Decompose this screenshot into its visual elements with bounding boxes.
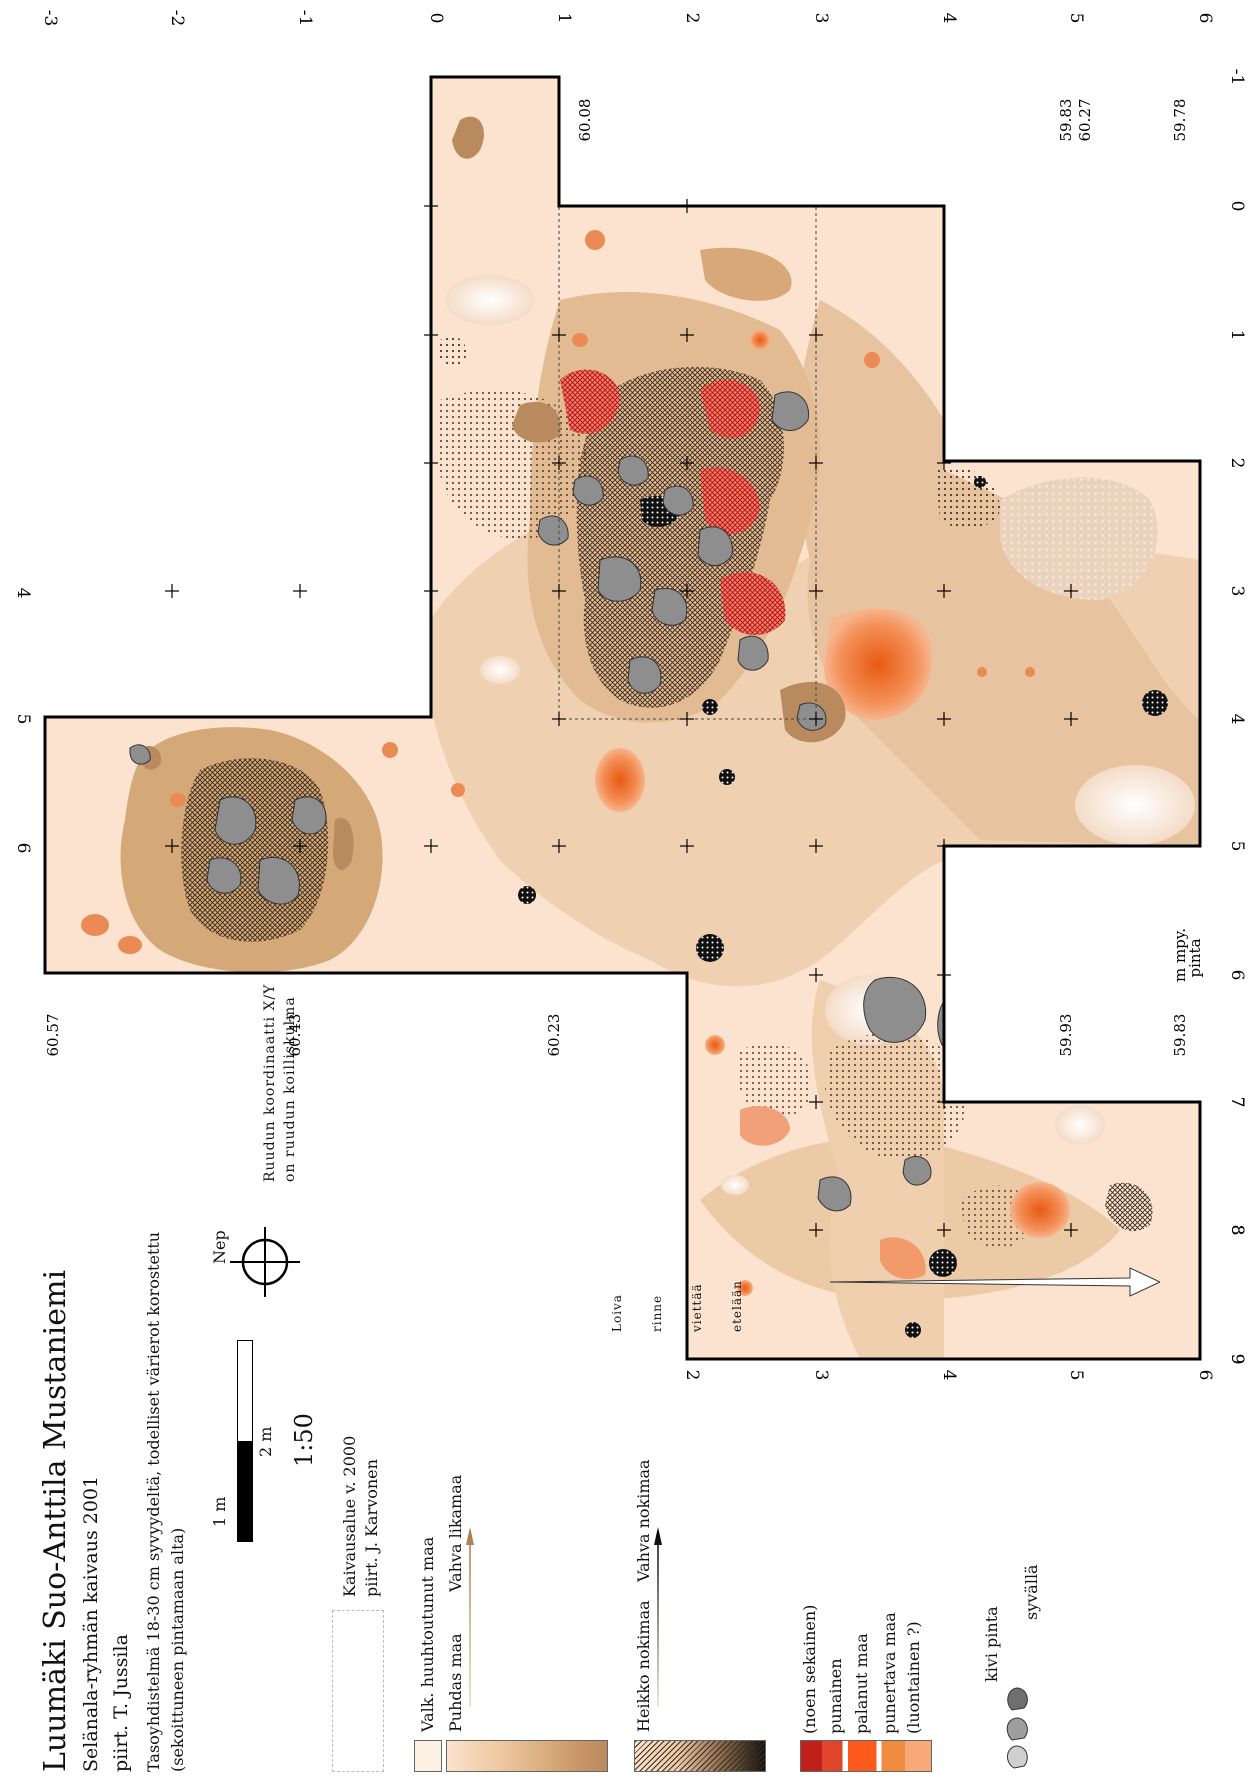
burnt-soil-area <box>824 608 932 720</box>
legend-red: punainen <box>826 1658 845 1734</box>
axis-label-top: 0 <box>426 13 446 24</box>
north-arrow-icon <box>230 1227 300 1297</box>
axis-label-bottom: 3 <box>811 1370 831 1381</box>
elevation-label: 59.93 <box>1057 1014 1075 1057</box>
axis-label-right: 1 <box>1227 330 1247 341</box>
axis-label-right: 8 <box>1227 1225 1247 1236</box>
grid-note-2: on ruudun koilliskulma <box>282 996 298 1182</box>
axis-label-inner: 9 <box>1227 1354 1247 1365</box>
scale-ratio: 1:50 <box>290 1413 318 1467</box>
map-subtitle: Selänala-ryhmän kaivaus 2001 <box>80 1475 102 1772</box>
axis-label-right: 0 <box>1227 201 1247 212</box>
axis-label-bottom: 2 <box>682 1370 702 1381</box>
grid-crosses <box>165 199 1078 1237</box>
axis-label-top: 4 <box>939 13 959 24</box>
axis-label-right: 6 <box>1227 970 1247 981</box>
scale-1m: 1 m <box>210 1496 229 1527</box>
axis-label-top: 6 <box>1195 13 1215 24</box>
axis-label-right: -1 <box>1227 69 1247 86</box>
axis-label-top: 3 <box>811 13 831 24</box>
red-swatch <box>800 1740 932 1772</box>
axis-label-right: 2 <box>1227 458 1247 469</box>
axis-label-left: 5 <box>13 714 33 725</box>
excavation-outline <box>43 75 1202 1361</box>
grid-note: Ruudun koordinaatti X/Y <box>262 983 278 1182</box>
slope-word-3: viettää <box>690 1283 704 1332</box>
elevation-label: 60.27 <box>1076 99 1094 142</box>
axis-label-top: 2 <box>682 13 702 24</box>
map-author: piirt. T. Jussila <box>110 1634 132 1772</box>
map-description: Tasoyhdistelmä 18-30 cm syvyydeltä, tode… <box>144 1231 163 1772</box>
legend-stone-surface: kivi pinta <box>982 1606 1001 1682</box>
axis-label-top: -3 <box>40 10 60 27</box>
slope-word-4: etelään <box>730 1280 744 1332</box>
axis-label-inner: 7 <box>1227 1097 1247 1108</box>
legend-clean: Puhdas maa <box>446 1633 465 1732</box>
elevation-unit: m mpy. <box>1171 928 1189 982</box>
legend-reddish: punertava maa <box>880 1612 899 1734</box>
legend-strong-soot: Vahva nokimaa <box>634 1459 653 1582</box>
legend-strong-dirty: Vahva likamaa <box>446 1474 465 1592</box>
axis-label-right: 3 <box>1227 586 1247 597</box>
axis-label-top: 1 <box>554 13 574 24</box>
legend-white-soil: Valk. huuhtoutunut maa <box>418 1536 437 1732</box>
axis-label-bottom: 5 <box>1066 1370 1086 1381</box>
excavation-area <box>43 75 1202 1361</box>
axis-label-right: 5 <box>1227 841 1247 852</box>
axis-label-right: 9 <box>1227 1354 1247 1365</box>
axis-label-right: 4 <box>1227 714 1247 725</box>
axis-label-bottom: 4 <box>939 1370 959 1381</box>
axis-label-top: -2 <box>167 10 187 27</box>
elevation-label: 60.23 <box>545 1014 563 1057</box>
slope-word-1: Loiva <box>610 1294 624 1332</box>
slope-arrow-icon <box>829 1252 1162 1312</box>
elevation-label: 59.83 <box>1057 99 1075 142</box>
axis-label-inner: 8 <box>1227 1225 1247 1236</box>
elevation-label: 60.57 <box>44 1014 62 1057</box>
stone-icon <box>1000 1682 1034 1772</box>
axis-label-left: 6 <box>13 843 33 854</box>
north-label: Nep <box>210 1230 229 1264</box>
elevation-label: 59.83 <box>1171 1014 1189 1057</box>
axis-label-right: 7 <box>1227 1097 1247 1108</box>
axis-label-bottom: 6 <box>1195 1370 1215 1381</box>
legend-weak-soot: Heikko nokimaa <box>634 1600 653 1732</box>
elevation-label: 60.43 <box>286 1014 304 1057</box>
slope-word-2: rinne <box>650 1294 664 1332</box>
elevation-label: 60.08 <box>576 99 594 142</box>
elevation-label: 59.78 <box>1171 99 1189 142</box>
axis-label-top: -1 <box>295 10 315 27</box>
map-description-2: (sekoittuneen pintamaan alta) <box>168 1527 187 1772</box>
legend-burnt: palanut maa <box>852 1633 871 1734</box>
previous-area-swatch <box>332 1610 384 1772</box>
white-soil-swatch <box>414 1740 442 1772</box>
legend-red-mixed: (noen sekainen) <box>800 1604 819 1734</box>
legend-stone-deep: syvällä <box>1022 1564 1041 1620</box>
map-title: Luumäki Suo-Anttila Mustaniemi <box>38 1269 73 1772</box>
scale-2m: 2 m <box>256 1426 275 1457</box>
clean-to-dirty-swatch <box>446 1740 608 1772</box>
legend-reddish-natural: (luontainen ?) <box>904 1621 923 1734</box>
previous-area-label: Kaivausalue v. 2000 <box>340 1435 359 1597</box>
soot-swatch <box>634 1740 766 1772</box>
previous-area-author: piirt. J. Karvonen <box>362 1459 381 1597</box>
axis-label-top: 5 <box>1066 13 1086 24</box>
strong-soot-area <box>181 758 329 942</box>
scale-bar-frame <box>237 1340 253 1542</box>
elevation-unit-2: pinta <box>1186 938 1204 977</box>
axis-label-left: 4 <box>13 588 33 599</box>
